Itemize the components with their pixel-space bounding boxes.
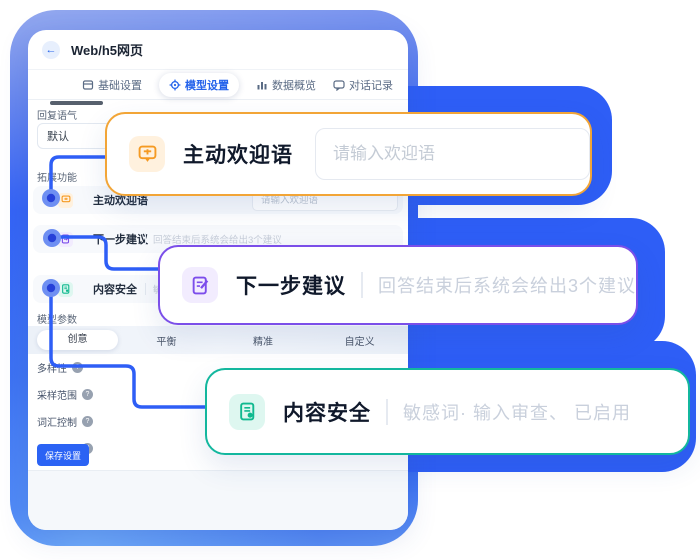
segment-creative[interactable]: 创意 — [67, 334, 88, 345]
row-label: 内容安全 — [93, 284, 137, 296]
model-mode-segmented-control: 创意 平衡 精准 自定义 — [28, 326, 408, 354]
extended-features-label: 拓展功能 — [37, 173, 77, 184]
param-diversity: 多样性 ? — [37, 360, 83, 375]
segment-precise[interactable]: 精准 — [253, 336, 273, 348]
segment-custom[interactable]: 自定义 — [344, 336, 375, 348]
callout-content-safety: 内容安全 敏感词· 输入审查、 已启用 — [205, 368, 690, 455]
tab-bar: 基础设置 模型设置 数据概览 对话记录 — [28, 71, 408, 100]
back-button[interactable]: ← — [42, 40, 60, 59]
panel-footer — [28, 470, 408, 530]
callout-desc: 回答结束后系统会给出3个建议 — [378, 276, 637, 296]
save-settings-button[interactable]: 保存设置 — [37, 444, 89, 466]
safety-doc-icon — [229, 393, 265, 430]
row-desc: 回答结束后系统会给出3个建议 — [153, 235, 282, 246]
reply-tone-label: 回复语气 — [37, 111, 77, 122]
callout-title: 下一步建议 — [236, 275, 346, 298]
callout-desc: 敏感词· 输入审查、 已启用 — [403, 402, 631, 423]
tab-chat-records[interactable]: 对话记录 — [333, 77, 393, 93]
segment-balanced[interactable]: 平衡 — [156, 336, 177, 348]
callout-welcome-message: 主动欢迎语 — [105, 112, 592, 196]
param-label: 采样范围 — [37, 391, 77, 402]
tab-data-overview[interactable]: 数据概览 — [256, 77, 316, 93]
param-label: 词汇控制 — [37, 418, 77, 429]
divider — [386, 398, 388, 425]
edit-note-icon — [182, 267, 218, 303]
help-icon[interactable]: ? — [72, 362, 83, 373]
chat-icon — [333, 80, 345, 91]
callout-next-step: 下一步建议 回答结束后系统会给出3个建议 — [158, 245, 638, 325]
tab-label: 数据概览 — [272, 80, 316, 92]
help-icon[interactable]: ? — [82, 389, 93, 400]
callout-title: 内容安全 — [283, 401, 371, 425]
gear-icon — [169, 79, 181, 91]
param-vocab-control: 词汇控制 ? — [37, 414, 93, 429]
help-icon[interactable]: ? — [82, 416, 93, 427]
divider — [145, 283, 146, 295]
divider — [145, 233, 146, 245]
back-arrow-icon: ← — [45, 43, 57, 56]
tab-label: 对话记录 — [349, 80, 393, 92]
scroll-indicator[interactable] — [50, 101, 103, 105]
param-label: 多样性 — [37, 364, 67, 375]
edit-note-icon — [58, 231, 73, 247]
row-label: 下一步建议 — [93, 234, 148, 246]
welcome-bubble-icon — [129, 136, 165, 172]
grid-icon — [82, 80, 94, 90]
tab-model-settings[interactable]: 模型设置 — [159, 73, 239, 97]
reply-tone-value: 默认 — [47, 131, 69, 143]
model-params-label: 模型参数 — [37, 315, 77, 326]
divider — [361, 272, 363, 298]
panel-header: ← Web/h5网页 — [28, 30, 408, 70]
param-sampling-range: 采样范围 ? — [37, 387, 93, 402]
page-title: Web/h5网页 — [71, 43, 143, 58]
bar-chart-icon — [257, 82, 267, 90]
callout-title: 主动欢迎语 — [183, 144, 293, 167]
callout-welcome-input[interactable] — [315, 128, 590, 180]
tab-basic-settings[interactable]: 基础设置 — [82, 77, 142, 93]
tab-label: 基础设置 — [98, 80, 142, 92]
tab-label: 模型设置 — [185, 80, 229, 92]
welcome-bubble-icon — [58, 192, 73, 208]
safety-doc-icon — [58, 281, 73, 297]
